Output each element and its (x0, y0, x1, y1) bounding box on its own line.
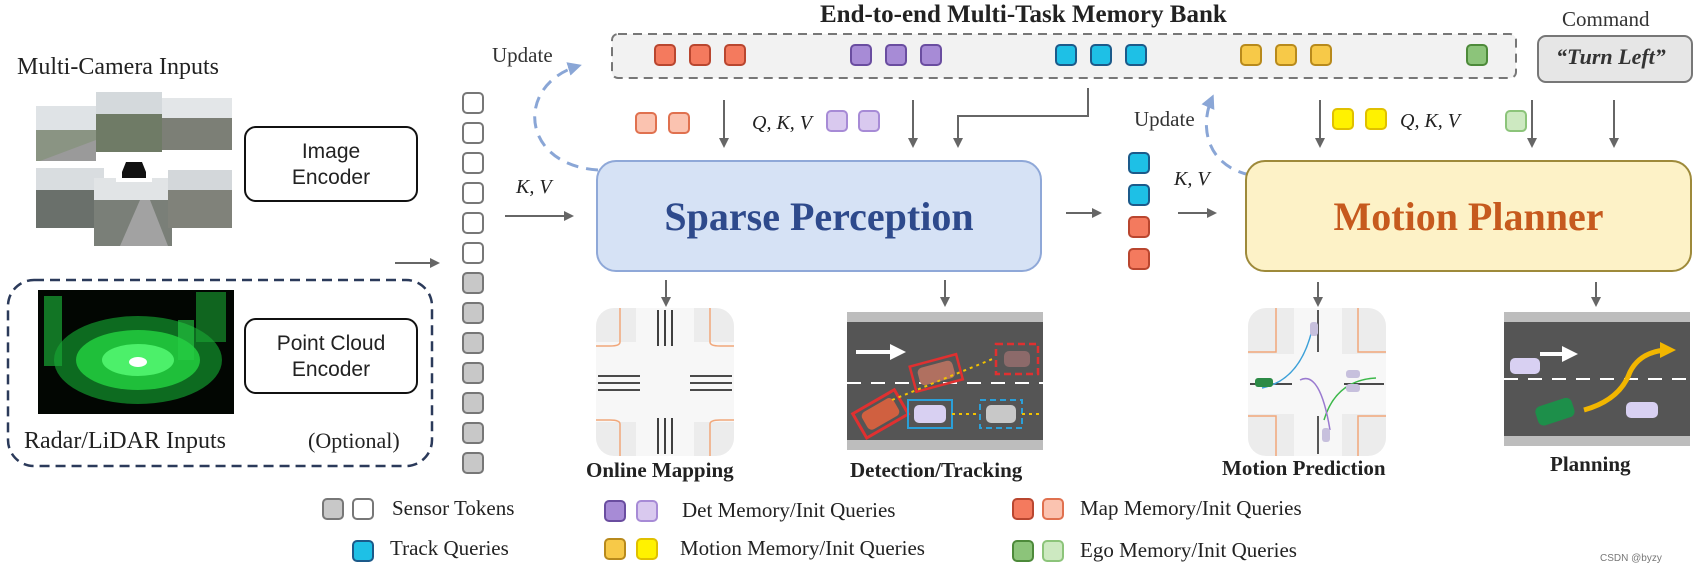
legend-sensor-tokens: Sensor Tokens (392, 496, 515, 520)
sparse-perception-label: Sparse Perception (664, 193, 974, 239)
qkv-label-left: Q, K, V (752, 112, 812, 134)
legend-motion-swatch (636, 538, 658, 560)
command-value: “Turn Left” (1556, 44, 1666, 69)
legend-det-memory: Det Memory/Init Queries (682, 498, 896, 522)
map-memory-token (654, 44, 676, 66)
lidar-inputs-title: Radar/LiDAR Inputs (24, 428, 226, 454)
legend-sensor-swatch (322, 498, 344, 520)
update-label-left: Update (492, 43, 553, 67)
sensor-token (462, 242, 484, 264)
sensor-token (462, 122, 484, 144)
legend-motion-memory: Motion Memory/Init Queries (680, 536, 925, 560)
camera-images (36, 92, 232, 246)
legend-track-swatch (352, 540, 374, 562)
sensor-token (462, 332, 484, 354)
sensor-token (462, 92, 484, 114)
detection-tracking-image (847, 312, 1043, 450)
watermark: CSDN @byzy (1600, 553, 1662, 564)
det-memory-token (850, 44, 872, 66)
legend-det-swatch (604, 500, 626, 522)
sensor-token (462, 212, 484, 234)
motion-prediction-label: Motion Prediction (1222, 456, 1386, 480)
point-cloud-encoder-line2: Encoder (291, 358, 371, 381)
motion-prediction-image (1248, 308, 1386, 456)
sensor-token (462, 422, 484, 444)
memory-bank-title: End-to-end Multi-Task Memory Bank (820, 1, 1227, 28)
update-arrow-right (1201, 94, 1251, 177)
legend-ego-swatch (1012, 540, 1034, 562)
motion-init-token (1332, 108, 1354, 130)
planning-label: Planning (1550, 452, 1631, 476)
track-query-token (1128, 184, 1150, 206)
legend-track-queries: Track Queries (390, 536, 509, 560)
camera-inputs-title: Multi-Camera Inputs (17, 54, 219, 80)
legend-motion-swatch (604, 538, 626, 560)
qkv-label-right: Q, K, V (1400, 110, 1460, 132)
legend-map-swatch (1042, 498, 1064, 520)
image-encoder-box: Image Encoder (244, 126, 418, 202)
update-label-right: Update (1134, 107, 1195, 131)
legend-ego-swatch (1042, 540, 1064, 562)
det-memory-token (920, 44, 942, 66)
sensor-token (462, 452, 484, 474)
det-memory-token (885, 44, 907, 66)
kv-label-left: K, V (516, 176, 552, 198)
point-cloud-encoder-line1: Point Cloud (276, 332, 386, 355)
motion-memory-token (1310, 44, 1332, 66)
motion-init-token (1365, 108, 1387, 130)
map-memory-token (689, 44, 711, 66)
motion-planner-label: Motion Planner (1333, 193, 1604, 239)
planning-image (1504, 312, 1690, 446)
map-init-token (668, 112, 690, 134)
track-token (1125, 44, 1147, 66)
lidar-region (6, 278, 434, 468)
sensor-token (462, 182, 484, 204)
command-box (1537, 35, 1693, 83)
ego-init-token (1505, 110, 1527, 132)
det-init-token (858, 110, 880, 132)
sensor-token (462, 392, 484, 414)
track-query-token (1128, 152, 1150, 174)
legend-sensor-swatch (352, 498, 374, 520)
online-mapping-label: Online Mapping (586, 458, 734, 482)
track-token (1055, 44, 1077, 66)
sensor-token (462, 152, 484, 174)
lidar-image (38, 290, 234, 414)
map-memory-token (724, 44, 746, 66)
point-cloud-encoder-box: Point Cloud Encoder (244, 318, 418, 394)
map-query-token (1128, 216, 1150, 238)
legend-map-memory: Map Memory/Init Queries (1080, 496, 1302, 520)
map-query-token (1128, 248, 1150, 270)
kv-label-right: K, V (1174, 168, 1210, 190)
image-encoder-line2: Encoder (291, 166, 371, 189)
ego-memory-token (1466, 44, 1488, 66)
online-mapping-image (596, 308, 734, 456)
map-init-token (635, 112, 657, 134)
legend-map-swatch (1012, 498, 1034, 520)
detection-tracking-label: Detection/Tracking (850, 458, 1023, 482)
legend-det-swatch (636, 500, 658, 522)
lidar-optional-label: (Optional) (308, 428, 400, 453)
track-token (1090, 44, 1112, 66)
sensor-token (462, 362, 484, 384)
sensor-token (462, 302, 484, 324)
image-encoder-line1: Image (301, 140, 361, 163)
det-init-token (826, 110, 848, 132)
sensor-token (462, 272, 484, 294)
motion-memory-token (1240, 44, 1262, 66)
motion-planner-box: Motion Planner (1245, 160, 1692, 272)
sparse-perception-box: Sparse Perception (596, 160, 1042, 272)
motion-memory-token (1275, 44, 1297, 66)
legend-ego-memory: Ego Memory/Init Queries (1080, 538, 1297, 562)
update-arrow-left (533, 62, 599, 172)
command-title: Command (1562, 7, 1650, 31)
